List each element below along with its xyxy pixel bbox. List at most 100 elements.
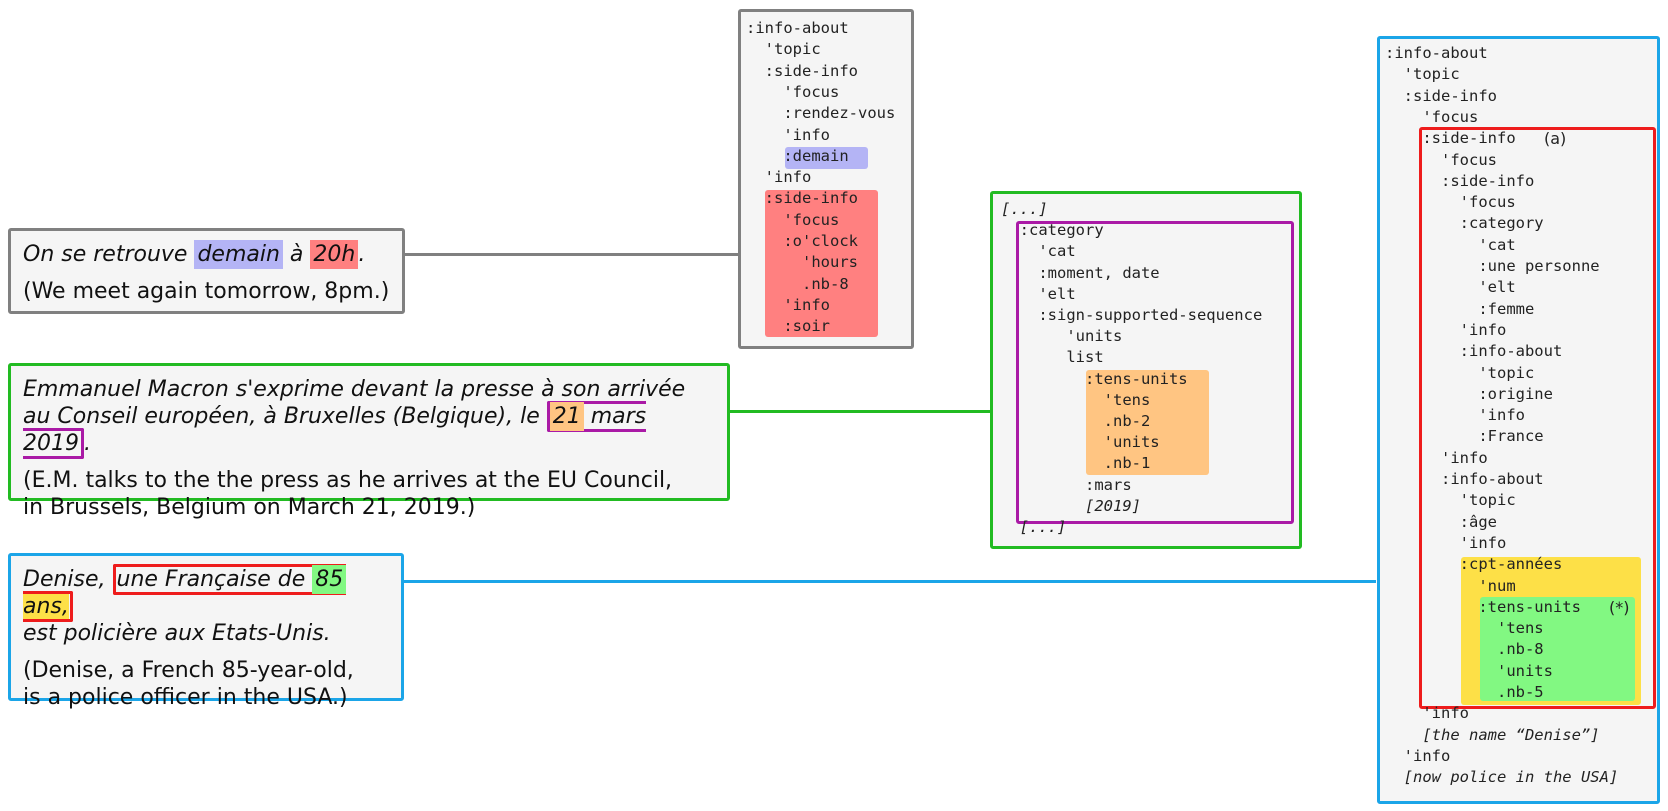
tree-line: 'focus — [746, 210, 840, 229]
tree-line: :tens-units — [1385, 597, 1581, 616]
tree-line: 'focus — [746, 82, 840, 101]
tree-line: :info-about — [1385, 470, 1544, 488]
tree-box-3: :info-about 'topic :side-info 'focus :si… — [1377, 36, 1660, 804]
tree-line: list — [1001, 348, 1104, 367]
fr-line: au Conseil européen, à Bruxelles (Belgiq… — [23, 401, 715, 459]
fr-text: Denise, — [23, 567, 113, 592]
annotation-mark-star: (*) — [1609, 597, 1630, 617]
tree-line: :mars — [1001, 475, 1132, 494]
tree-line: 'units — [1001, 327, 1123, 346]
fr-text: à — [282, 242, 311, 267]
tree-line: .nb-8 — [1385, 640, 1544, 659]
en-line: (E.M. talks to the the press as he arriv… — [23, 468, 673, 493]
fr-text: mars 2019 — [23, 404, 647, 456]
tree-line: [the name “Denise”] — [1385, 725, 1600, 744]
tree-line: .nb-2 — [1001, 412, 1151, 430]
en-line: is a police officer in the USA.) — [23, 685, 348, 710]
tree-line: 'focus — [1385, 150, 1497, 169]
tree-line: .nb-5 — [1385, 683, 1544, 701]
fr-text: au Conseil européen, à Bruxelles (Belgiq… — [23, 404, 547, 429]
sentence-box-1: On se retrouve demain à 20h. (We meet ag… — [8, 228, 405, 314]
tree-line: [...] — [1001, 518, 1067, 536]
french-sentence-1: On se retrouve demain à 20h. — [23, 240, 390, 269]
tree-line: 'info — [746, 168, 812, 187]
tree-line: 'focus — [1385, 107, 1479, 126]
highlight-20h: 20h — [310, 240, 359, 269]
highlight-block-20h — [765, 190, 878, 337]
tree-line: 'info — [1385, 448, 1488, 467]
tree-line: 'info — [1385, 406, 1525, 425]
tree-line: :une personne — [1385, 257, 1600, 275]
fr-line: Emmanuel Macron s'exprime devant la pres… — [23, 377, 686, 402]
fr-text: . — [84, 431, 91, 456]
fr-line: Denise, une Française de 85 ans, — [23, 564, 389, 622]
en-line: in Brussels, Belgium on March 21, 2019.) — [23, 495, 476, 520]
tree-line: :rendez-vous — [746, 104, 896, 123]
tree-line: :demain — [746, 146, 849, 165]
highlight-block-tens-units-85 — [1480, 597, 1635, 701]
highlight-block-tens-units — [1086, 370, 1209, 475]
tree-line: :tens-units — [1001, 369, 1188, 388]
fr-text: ans — [23, 594, 62, 619]
english-translation-2: (E.M. talks to the the press as he arriv… — [23, 467, 715, 521]
english-translation-3: (Denise, a French 85-year-old, is a poli… — [23, 657, 389, 711]
tree-line: 'info — [1385, 746, 1451, 765]
highlight-85: 85 — [312, 565, 347, 594]
connector-line-2 — [729, 410, 991, 413]
connector-line-3 — [402, 580, 1376, 583]
en-line: (Denise, a French 85-year-old, — [23, 658, 354, 683]
tree-line: 'hours — [746, 253, 858, 272]
tree-line: 'topic — [1385, 363, 1535, 382]
fr-text: . — [358, 242, 366, 267]
fr-text: une Française de — [116, 567, 313, 592]
tree-line: :sign-supported-sequence — [1001, 306, 1263, 324]
highlight-21: 21 — [549, 402, 584, 431]
fr-text: On se retrouve — [23, 242, 195, 267]
tree-line: :France — [1385, 427, 1544, 446]
tree-line: .nb-1 — [1001, 454, 1151, 473]
tree-line: :info-about — [746, 19, 849, 37]
tree-line: 'topic — [746, 40, 821, 59]
tree-line: [2019] — [1001, 496, 1141, 515]
category-box — [1016, 221, 1294, 524]
english-translation-1: (We meet again tomorrow, 8pm.) — [23, 279, 390, 304]
annotation-mark-a: (a) — [1544, 129, 1567, 149]
highlight-block-demain — [785, 147, 868, 169]
tree-line: :femme — [1385, 299, 1535, 318]
tree-line: :soir — [746, 317, 830, 336]
tree-line: :side-info — [1385, 171, 1535, 190]
tree-line: 'units — [1385, 661, 1553, 680]
french-sentence-2: Emmanuel Macron s'exprime devant la pres… — [23, 376, 715, 459]
tree-line: 'topic — [1385, 491, 1516, 510]
tree-line: :category — [1001, 221, 1104, 240]
tree-line: [now police in the USA] — [1385, 768, 1619, 787]
sentence-box-2: Emmanuel Macron s'exprime devant la pres… — [8, 363, 730, 520]
tree-line: 'tens — [1385, 619, 1544, 638]
tree-line: :side-info — [746, 61, 858, 80]
tree-line: 'num — [1385, 576, 1516, 595]
tree-line: 'cat — [1385, 235, 1516, 254]
date-highlight-box: 21 mars 2019 — [23, 401, 647, 459]
tree-line: :o'clock — [746, 232, 858, 250]
highlight-demain: demain — [194, 240, 283, 269]
side-info-box-a — [1419, 127, 1656, 709]
tree-line: :cpt-années — [1385, 555, 1563, 574]
tree-line: 'info — [1385, 320, 1507, 339]
tree-line: 'info — [746, 125, 830, 144]
tree-line: :origine — [1385, 384, 1553, 403]
tree-line: 'focus — [1385, 193, 1516, 212]
tree-line: :âge — [1385, 512, 1497, 531]
tree-line: [...] — [1001, 200, 1048, 218]
tree-box-1: :info-about 'topic :side-info 'focus :re… — [738, 9, 914, 349]
tree-line: :category — [1385, 214, 1544, 233]
tree-line: 'topic — [1385, 65, 1460, 84]
french-sentence-3: Denise, une Française de 85 ans, est pol… — [23, 564, 389, 647]
tree-line: :side-info — [746, 189, 858, 208]
np-highlight-box: une Française de 85 ans, — [23, 564, 347, 622]
fr-text: , — [61, 594, 69, 619]
connector-line-1 — [404, 253, 739, 256]
tree-line: :info-about — [1385, 44, 1488, 62]
tree-line: 'units — [1001, 433, 1160, 452]
tree-line: .nb-8 — [746, 274, 849, 293]
sentence-box-3: Denise, une Française de 85 ans, est pol… — [8, 553, 404, 710]
